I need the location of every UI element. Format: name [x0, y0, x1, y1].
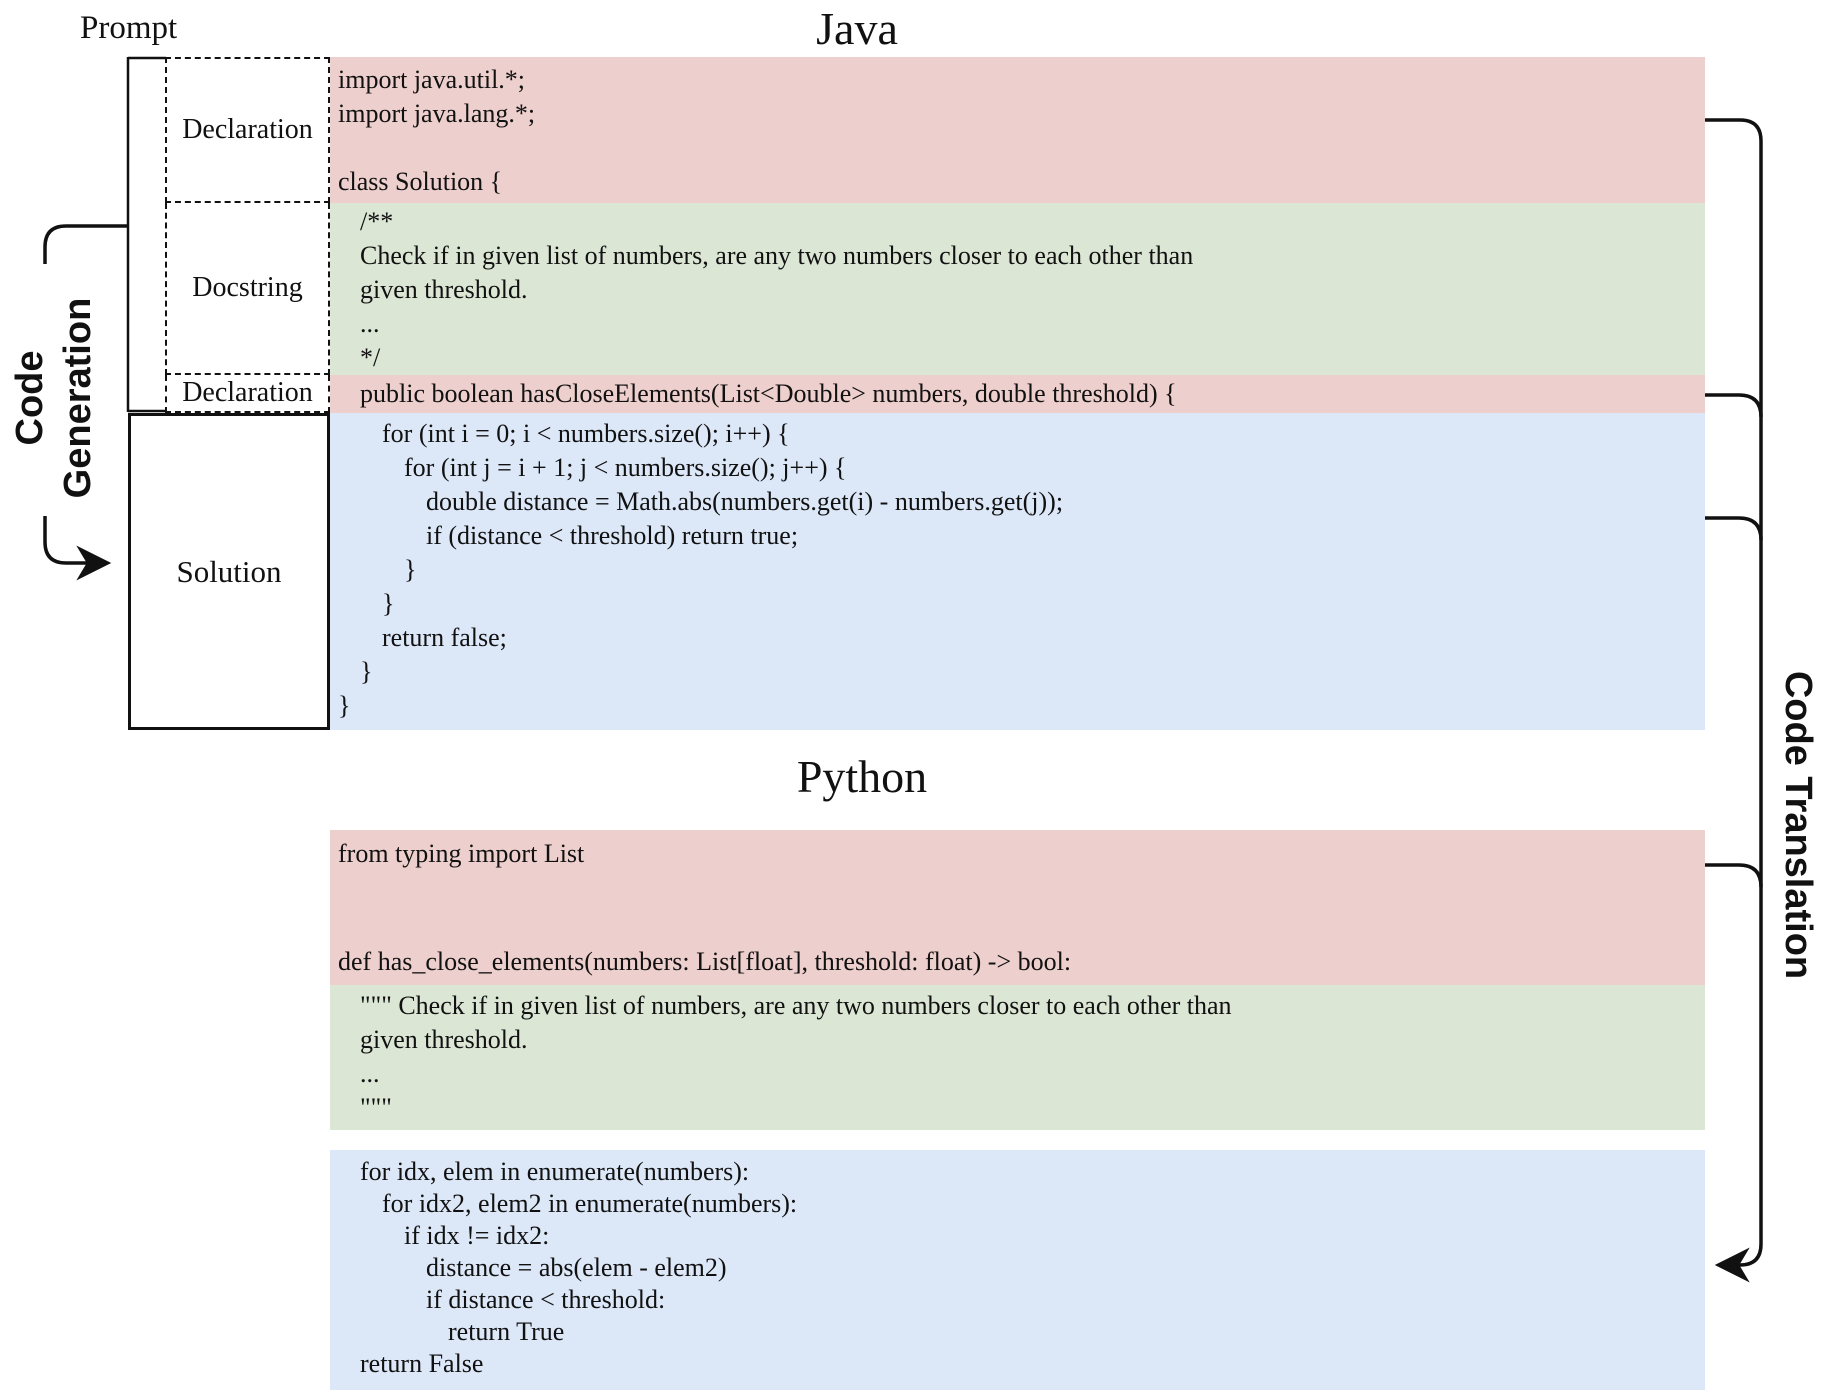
code-line: import java.lang.*; [338, 99, 536, 128]
code-line: for idx, elem in enumerate(numbers): [360, 1157, 750, 1186]
prompt-bracket [126, 56, 166, 413]
code-line: } [360, 657, 373, 686]
code-generation-label-line2: Generation [57, 297, 99, 499]
code-line: given threshold. [360, 275, 528, 304]
docstring-box-label: Docstring [192, 272, 303, 303]
code-line: if (distance < threshold) return true; [426, 521, 799, 550]
code-line [330, 872, 1705, 908]
java-solution-block: for (int i = 0; i < numbers.size(); i++)… [330, 413, 1705, 730]
declaration-method-box: Declaration [165, 375, 330, 413]
java-title: Java [816, 3, 898, 54]
code-line: distance = abs(elem - elem2) [426, 1253, 727, 1282]
code-line: ... [360, 309, 380, 338]
code-line: """ [360, 1093, 392, 1122]
python-docstring-block: """ Check if in given list of numbers, a… [330, 985, 1705, 1130]
code-line: Check if in given list of numbers, are a… [360, 241, 1194, 270]
declaration-top-box-label: Declaration [182, 114, 313, 145]
prompt-label: Prompt [80, 10, 178, 46]
code-line: } [382, 589, 395, 618]
code-translation-label: Code Translation [1777, 670, 1819, 980]
code-generation-label: Code Generation [6, 238, 110, 558]
code-line: for (int i = 0; i < numbers.size(); i++)… [382, 419, 790, 448]
java-method-declaration-block: public boolean hasCloseElements(List<Dou… [330, 375, 1705, 413]
solution-box: Solution [128, 413, 330, 730]
code-line: double distance = Math.abs(numbers.get(i… [426, 487, 1064, 516]
python-solution-block: for idx, elem in enumerate(numbers): for … [330, 1150, 1705, 1390]
java-declaration-top-block: import java.util.*; import java.lang.*; c… [330, 57, 1705, 203]
code-line: public boolean hasCloseElements(List<Dou… [360, 379, 1177, 408]
docstring-box: Docstring [165, 203, 330, 375]
code-line: import java.util.*; [338, 65, 526, 94]
code-generation-label-line1: Code [9, 350, 51, 446]
code-line: for idx2, elem2 in enumerate(numbers): [382, 1189, 798, 1218]
code-line: } [404, 555, 417, 584]
code-line: from typing import List [338, 839, 585, 868]
code-line: /** [360, 207, 394, 236]
code-line: given threshold. [360, 1025, 528, 1054]
code-line: if idx != idx2: [404, 1221, 550, 1250]
solution-box-label: Solution [176, 553, 282, 589]
code-line: return True [448, 1317, 565, 1346]
python-declaration-block: from typing import List def has_close_el… [330, 830, 1705, 985]
code-line [330, 131, 1705, 165]
code-line: ... [360, 1059, 380, 1088]
code-line: return false; [382, 623, 507, 652]
code-line [330, 908, 1705, 944]
code-line: */ [360, 343, 381, 372]
code-line: """ Check if in given list of numbers, a… [360, 991, 1232, 1020]
declaration-method-box-label: Declaration [182, 377, 313, 408]
declaration-top-box: Declaration [165, 57, 330, 203]
code-line: if distance < threshold: [426, 1285, 666, 1314]
java-docstring-block: /** Check if in given list of numbers, ar… [330, 203, 1705, 375]
code-line: for (int j = i + 1; j < numbers.size(); … [404, 453, 847, 482]
code-line: def has_close_elements(numbers: List[flo… [338, 947, 1072, 976]
code-line: class Solution { [338, 167, 503, 196]
python-title: Python [796, 751, 928, 802]
code-translation-rail [1705, 118, 1763, 1283]
code-line: } [338, 691, 351, 720]
code-line: return False [360, 1349, 484, 1378]
